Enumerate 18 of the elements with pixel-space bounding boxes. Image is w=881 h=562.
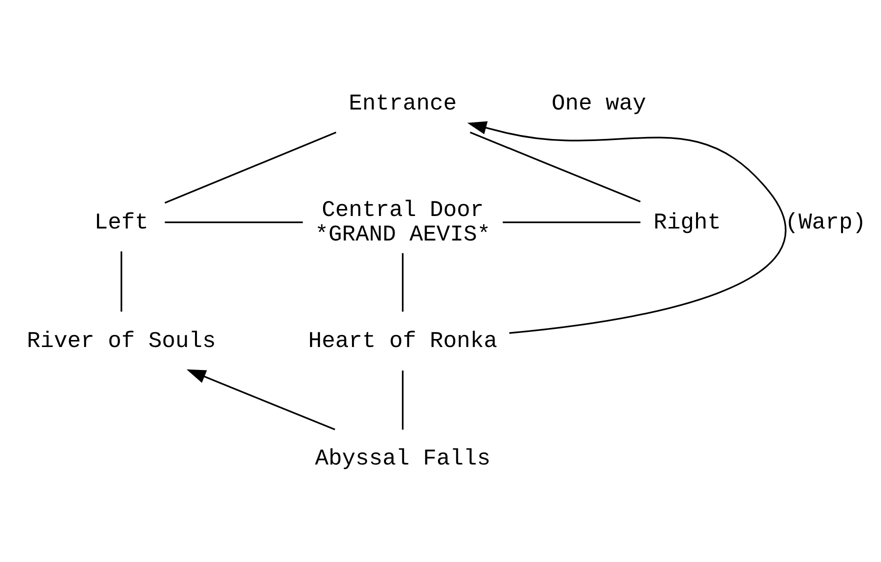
connector bbox=[502, 222, 640, 224]
connector bbox=[402, 253, 404, 312]
edge-label: (Warp) bbox=[785, 209, 866, 236]
node-text: Right bbox=[654, 209, 722, 236]
label: One way bbox=[552, 90, 646, 116]
node-text: Central Door *GRAND AEVIS* bbox=[314, 197, 490, 248]
node-text: Heart of Ronka bbox=[308, 328, 498, 354]
connector bbox=[470, 132, 641, 202]
connector bbox=[164, 132, 336, 204]
node-text: River of Souls bbox=[26, 328, 216, 354]
node-text: Entrance bbox=[348, 90, 457, 116]
connector bbox=[120, 251, 122, 312]
connector bbox=[164, 222, 303, 224]
arrow bbox=[186, 369, 336, 430]
node-text: Left bbox=[94, 209, 148, 236]
connector bbox=[402, 370, 404, 430]
arrow bbox=[467, 121, 786, 334]
node-text: Abyssal Falls bbox=[314, 446, 490, 472]
